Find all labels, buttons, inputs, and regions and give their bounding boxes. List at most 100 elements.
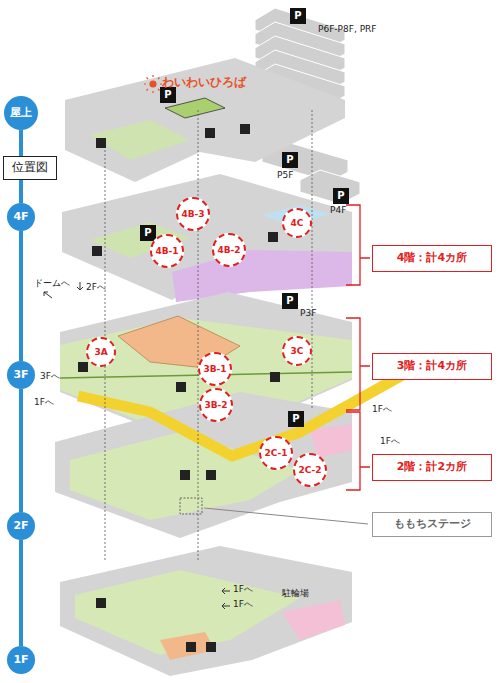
floor-marker: 1F — [7, 646, 35, 674]
place-label: 1Fへ — [233, 599, 253, 609]
facility-icon — [96, 138, 106, 148]
walkway — [78, 372, 408, 456]
node-text: 3階：計4カ所 — [397, 360, 467, 373]
count-box: 3階：計4カ所 — [372, 353, 492, 380]
location-circle: 3B-1 — [198, 352, 232, 386]
place-label: P3F — [300, 308, 316, 318]
floor-marker: 2F — [7, 512, 35, 540]
parking-icon: P — [282, 152, 298, 168]
bracket — [346, 412, 370, 490]
facility-icon — [186, 642, 196, 652]
pink-area — [282, 600, 345, 640]
floor-2f — [55, 372, 408, 538]
node-text: 3A — [94, 347, 107, 357]
parking-icon: P — [333, 188, 349, 204]
sun-core — [150, 81, 156, 87]
node-text: 4B-3 — [181, 209, 204, 219]
node-text: 2C-1 — [264, 448, 287, 458]
place-label: P4F — [330, 205, 346, 215]
timeline-line — [19, 231, 23, 361]
node-text: ももちステージ — [394, 518, 471, 531]
guide-line — [198, 110, 199, 560]
floor-brackets — [346, 205, 370, 490]
stage-box: ももちステージ — [372, 512, 492, 537]
facility-icon — [240, 124, 250, 134]
deck — [300, 170, 360, 204]
location-circle: 4B-2 — [212, 233, 246, 267]
arrow — [222, 588, 230, 594]
node-text: 2F — [13, 520, 28, 533]
arrow — [44, 292, 52, 298]
place-label: 1Fへ — [380, 436, 400, 446]
direction-arrows — [44, 282, 230, 609]
location-circle: 4C — [282, 208, 312, 238]
timeline-line — [19, 389, 23, 512]
parking-icon: P — [290, 8, 306, 24]
node-text: P — [286, 154, 293, 166]
node-text: 3F — [13, 369, 28, 382]
place-label: 2Fへ — [86, 282, 106, 292]
location-circle: 2C-2 — [293, 453, 327, 487]
location-circle: 3C — [282, 336, 312, 366]
location-circle: 3A — [86, 337, 116, 367]
node-text: 1F — [13, 654, 28, 667]
node-text: P — [292, 413, 299, 425]
parking-icon: P — [288, 411, 304, 427]
bracket — [346, 205, 370, 285]
area-name: わいわいひろば — [162, 76, 246, 90]
location-circle: 4B-1 — [150, 234, 184, 268]
stage-mark — [180, 498, 202, 514]
place-label: P5F — [277, 170, 293, 180]
node-text: P — [164, 89, 171, 101]
guide-lines — [105, 110, 312, 560]
leader-line — [204, 508, 368, 524]
floor-marker: 屋上 — [4, 96, 38, 130]
location-circle: 2C-1 — [259, 436, 293, 470]
node-text: P — [286, 295, 293, 307]
floor-plate — [60, 546, 352, 676]
facility-icon — [206, 642, 216, 652]
stage-leader — [180, 498, 368, 524]
node-text: 位置図 — [12, 161, 48, 175]
floor-marker: 3F — [7, 361, 35, 389]
icon-boxes — [78, 124, 280, 652]
floor-plate — [65, 58, 345, 182]
green-area — [70, 432, 300, 520]
location-circle: 3B-2 — [199, 388, 233, 422]
node-text: P — [294, 10, 301, 22]
facility-icon — [92, 246, 102, 256]
place-label: 3Fへ — [40, 371, 60, 381]
node-text: 屋上 — [10, 107, 32, 120]
bracket — [346, 318, 370, 410]
location-circle: 4B-3 — [176, 197, 210, 231]
facility-icon — [78, 362, 88, 372]
floor-4f — [62, 174, 352, 302]
floor-marker: 4F — [7, 203, 35, 231]
node-text: 2C-2 — [298, 465, 321, 475]
orange-area — [160, 632, 215, 660]
node-text: P — [144, 227, 151, 239]
facility-icon — [205, 128, 215, 138]
floor-1f — [60, 546, 352, 676]
facility-icons — [78, 124, 280, 652]
parking-icon: P — [282, 293, 298, 309]
place-label: P6F-P8F, PRF — [318, 24, 378, 34]
node-text: 4C — [291, 218, 304, 228]
place-label: ドームへ — [34, 278, 70, 288]
count-box: 2階：計2カ所 — [372, 454, 492, 481]
node-text: 4F — [13, 211, 28, 224]
facility-icon — [180, 470, 190, 480]
facility-icon — [96, 598, 106, 608]
green-area — [75, 570, 300, 655]
arrow — [77, 282, 83, 290]
facility-icon — [268, 232, 278, 242]
facility-icon — [206, 470, 216, 480]
facility-icon — [176, 382, 186, 392]
count-box: 4階：計4カ所 — [372, 245, 492, 272]
place-label: 1Fへ — [372, 404, 392, 414]
roof-floor — [65, 58, 345, 182]
